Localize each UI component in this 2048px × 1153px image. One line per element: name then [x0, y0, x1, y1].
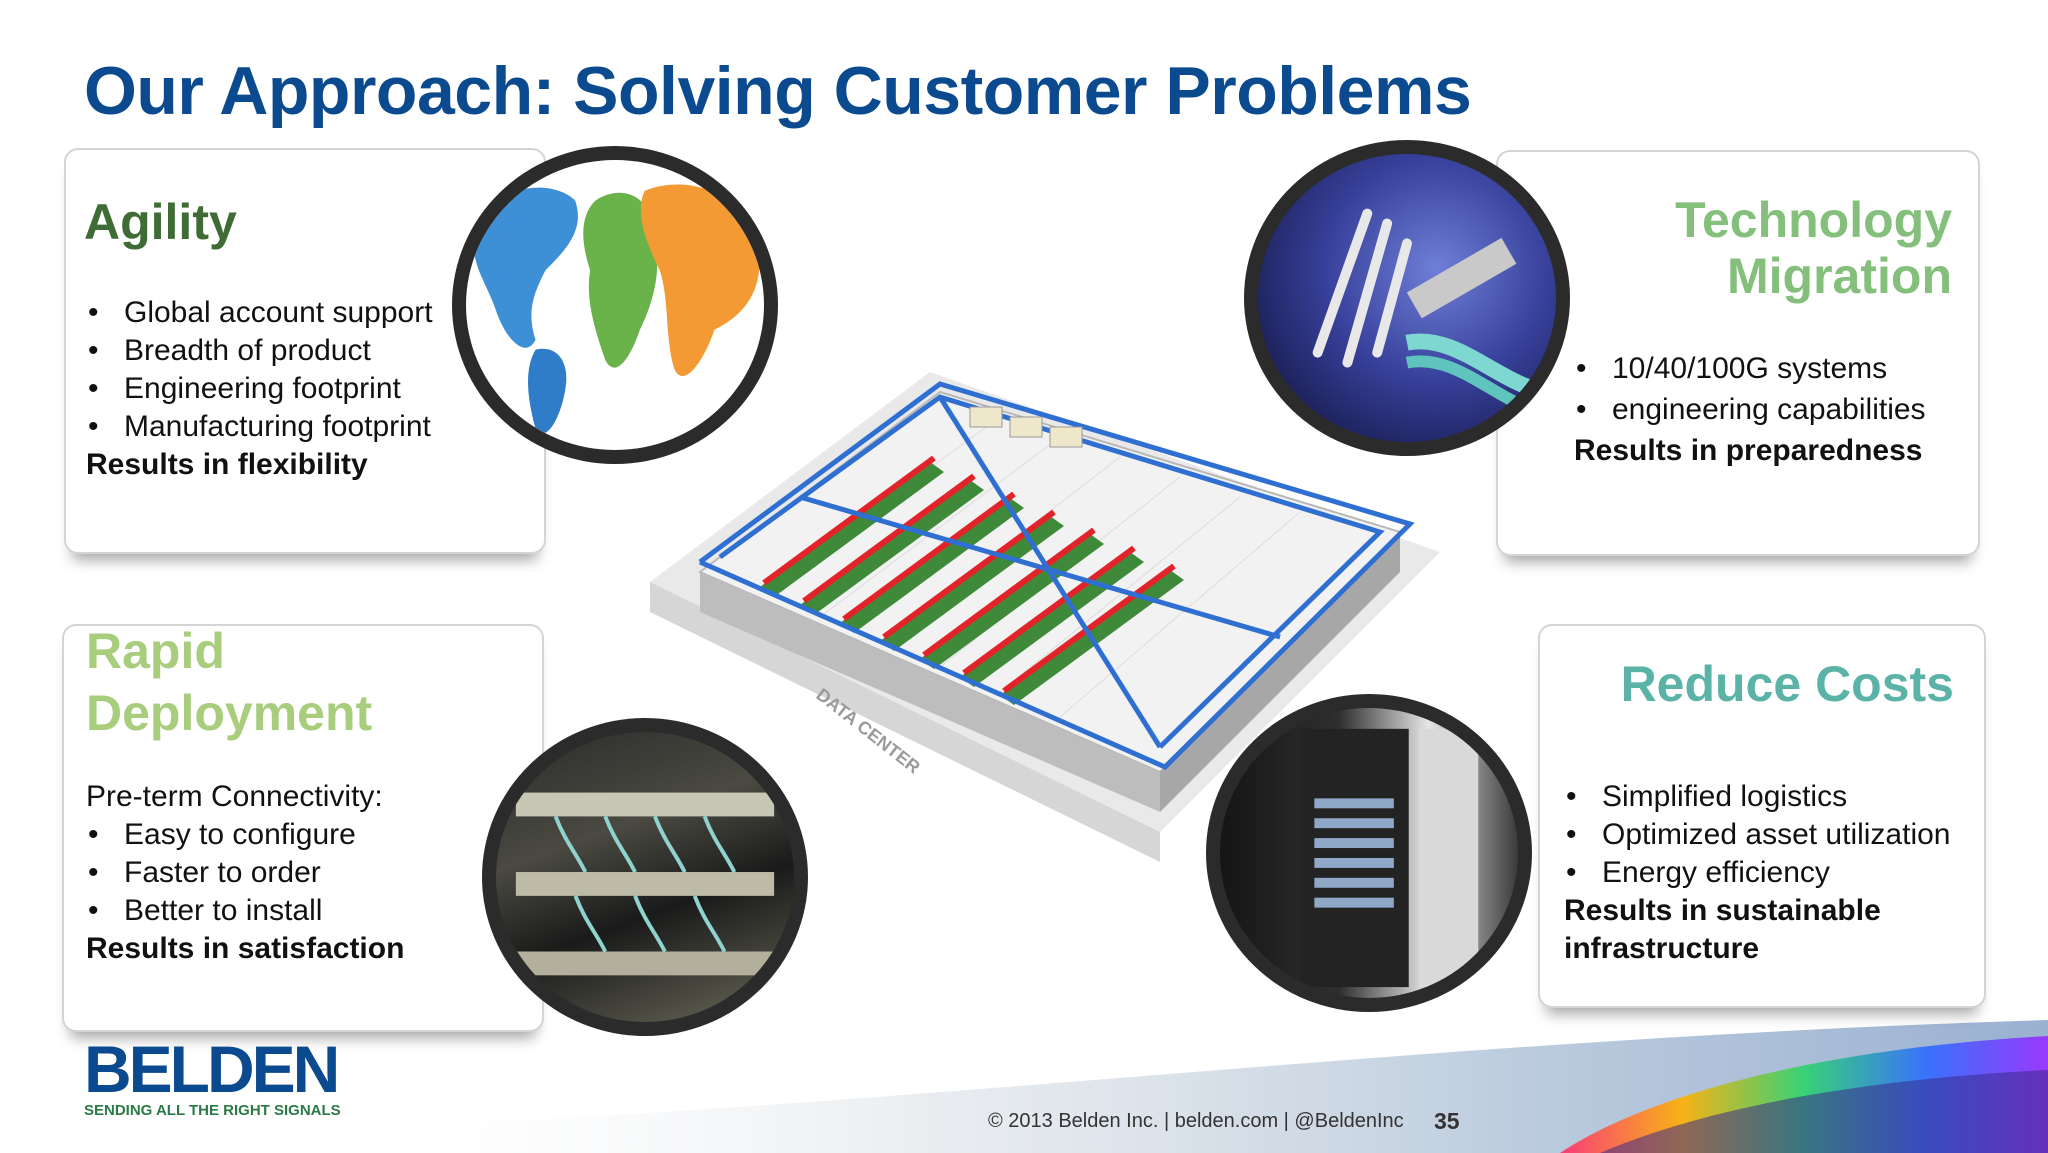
rack-cable-tray [802, 473, 976, 604]
list-item: Engineering footprint [86, 370, 433, 408]
list-item: Breadth of product [86, 332, 433, 370]
rack-row [880, 516, 1064, 651]
rack-cable-tray [1002, 563, 1176, 694]
rack-row [840, 498, 1024, 633]
server-rack-image [1206, 694, 1532, 1012]
reduce-costs-heading: Reduce Costs [1620, 656, 1954, 712]
heading-line: Deployment [86, 685, 373, 741]
heading-line: Rapid [86, 623, 225, 679]
rack-row [920, 534, 1104, 669]
technology-migration-card: Technology Migration 10/40/100G systems … [1496, 150, 1980, 556]
rack-cable-tray [922, 527, 1096, 658]
reduce-costs-bullet-list: Simplified logistics Optimized asset uti… [1564, 778, 1951, 892]
rapid-deployment-heading: Rapid Deployment [86, 620, 372, 744]
rapid-deployment-card: Rapid Deployment Pre-term Connectivity: … [62, 623, 544, 1032]
heading-line: Migration [1727, 248, 1952, 304]
world-map-image [452, 146, 778, 464]
technology-migration-result: Results in preparedness [1574, 434, 1923, 467]
rack-cable-tray [842, 491, 1016, 622]
footer-text: © 2013 Belden Inc. | belden.com | @Belde… [988, 1110, 1404, 1132]
agility-bullet-list: Global account support Breadth of produc… [86, 294, 433, 446]
agility-result: Results in flexibility [86, 448, 368, 481]
page-number: 35 [1434, 1108, 1460, 1134]
heading-line: Technology [1675, 192, 1952, 248]
rapid-deployment-bullet-list: Easy to configure Faster to order Better… [86, 816, 404, 930]
patch-panel-image [482, 718, 808, 1036]
rack-row [760, 462, 944, 597]
logo-tagline: SENDING ALL THE RIGHT SIGNALS [84, 1102, 341, 1119]
rack-cable-tray [962, 545, 1136, 676]
rack-cable-tray [762, 455, 936, 586]
fiber-cables-image [1244, 140, 1570, 456]
reduce-costs-card: Reduce Costs Simplified logistics Optimi… [1538, 624, 1986, 1008]
belden-logo: BELDEN SENDING ALL THE RIGHT SIGNALS [84, 1032, 341, 1119]
technology-migration-heading: Technology Migration [1675, 192, 1952, 304]
logo-wordmark: BELDEN [84, 1032, 340, 1106]
data-center-illustration: DATA CENTER [650, 372, 1440, 862]
list-item: engineering capabilities [1574, 389, 1926, 430]
list-item: Manufacturing footprint [86, 408, 433, 446]
rack-row [800, 480, 984, 615]
slide-title: Our Approach: Solving Customer Problems [84, 53, 1472, 129]
list-item: Optimized asset utilization [1564, 816, 1951, 854]
list-item: Global account support [86, 294, 433, 332]
result-line: Results in sustainable [1564, 894, 1881, 927]
technology-migration-bullet-list: 10/40/100G systems engineering capabilit… [1574, 348, 1926, 430]
rapid-deployment-lead: Pre-term Connectivity: [86, 780, 383, 813]
reduce-costs-result: Results in sustainable infrastructure [1564, 892, 1951, 968]
list-item: 10/40/100G systems [1574, 348, 1926, 389]
agility-heading: Agility [84, 194, 237, 250]
decorative-swoosh [300, 1020, 2048, 1153]
list-item: Simplified logistics [1564, 778, 1951, 816]
list-item: Energy efficiency [1564, 854, 1951, 892]
list-item: Easy to configure [86, 816, 404, 854]
list-item: Faster to order [86, 854, 404, 892]
list-item: Better to install [86, 892, 404, 930]
result-line: infrastructure [1564, 932, 1760, 965]
rapid-deployment-result: Results in satisfaction [86, 932, 405, 965]
